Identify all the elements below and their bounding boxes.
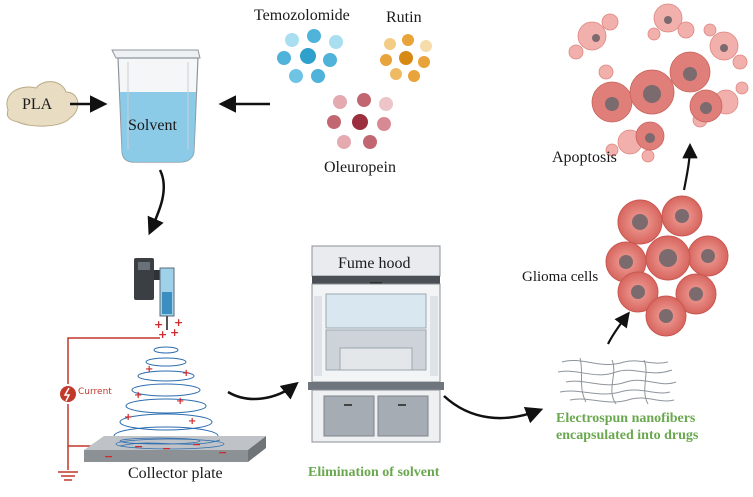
nanofiber-mesh <box>557 357 677 405</box>
arrow-collector-to-hood <box>227 381 299 401</box>
fume-hood <box>308 245 444 443</box>
collector-plate: −−− −− <box>84 436 266 463</box>
arrow-glioma-to-apoptosis <box>682 142 698 191</box>
solvent-beaker <box>111 49 201 163</box>
svg-text:+: + <box>124 412 132 423</box>
svg-text:+: + <box>182 368 190 379</box>
svg-text:−: − <box>134 440 143 453</box>
collector-plate-label: Collector plate <box>128 465 223 482</box>
oleuropein-molecules <box>327 93 393 149</box>
svg-text:+: + <box>158 328 167 341</box>
temozolomide-molecules <box>277 29 343 83</box>
electrospun-jet <box>113 346 219 446</box>
jet-charges: +++ +++ <box>124 364 196 427</box>
fume-hood-label: Fume hood <box>338 255 411 272</box>
temozolomide-label: Temozolomide <box>254 7 350 24</box>
svg-text:−: − <box>162 442 171 455</box>
current-label: Current <box>78 387 112 397</box>
oleuropein-label: Oleuropein <box>324 159 396 176</box>
svg-text:+: + <box>134 390 142 401</box>
pla-pellet <box>6 81 79 127</box>
svg-text:+: + <box>176 396 184 407</box>
nozzle-charges: ++ ++ <box>154 316 183 341</box>
arrow-beaker-to-syringe <box>147 169 165 236</box>
apoptotic-cells <box>568 3 749 163</box>
glioma-cell-cluster <box>605 195 729 337</box>
solvent-label: Solvent <box>128 117 177 134</box>
arrow-nanofibers-to-glioma <box>607 311 630 345</box>
rutin-label: Rutin <box>386 9 422 26</box>
elimination-of-solvent-label: Elimination of solvent <box>308 465 440 480</box>
svg-text:+: + <box>145 364 153 375</box>
electric-circuit <box>58 337 160 481</box>
arrow-hood-to-nanofibers <box>443 395 544 424</box>
nanofibers-label-line1: Electrospun nanofibers <box>556 411 696 426</box>
pla-label: PLA <box>22 96 53 113</box>
svg-text:+: + <box>174 316 183 329</box>
svg-text:+: + <box>188 416 196 427</box>
svg-text:+: + <box>170 326 179 339</box>
current-source-icon <box>60 386 76 402</box>
svg-text:−: − <box>192 438 201 451</box>
nanofibers-label-line2: encapsulated into drugs <box>556 428 699 443</box>
svg-text:+: + <box>154 318 163 331</box>
svg-text:−: − <box>104 450 113 463</box>
svg-text:−: − <box>218 446 227 459</box>
glioma-cells-label: Glioma cells <box>522 269 599 285</box>
rutin-molecules <box>380 34 432 82</box>
syringe-pump <box>134 258 175 330</box>
apoptosis-label: Apoptosis <box>552 149 617 166</box>
